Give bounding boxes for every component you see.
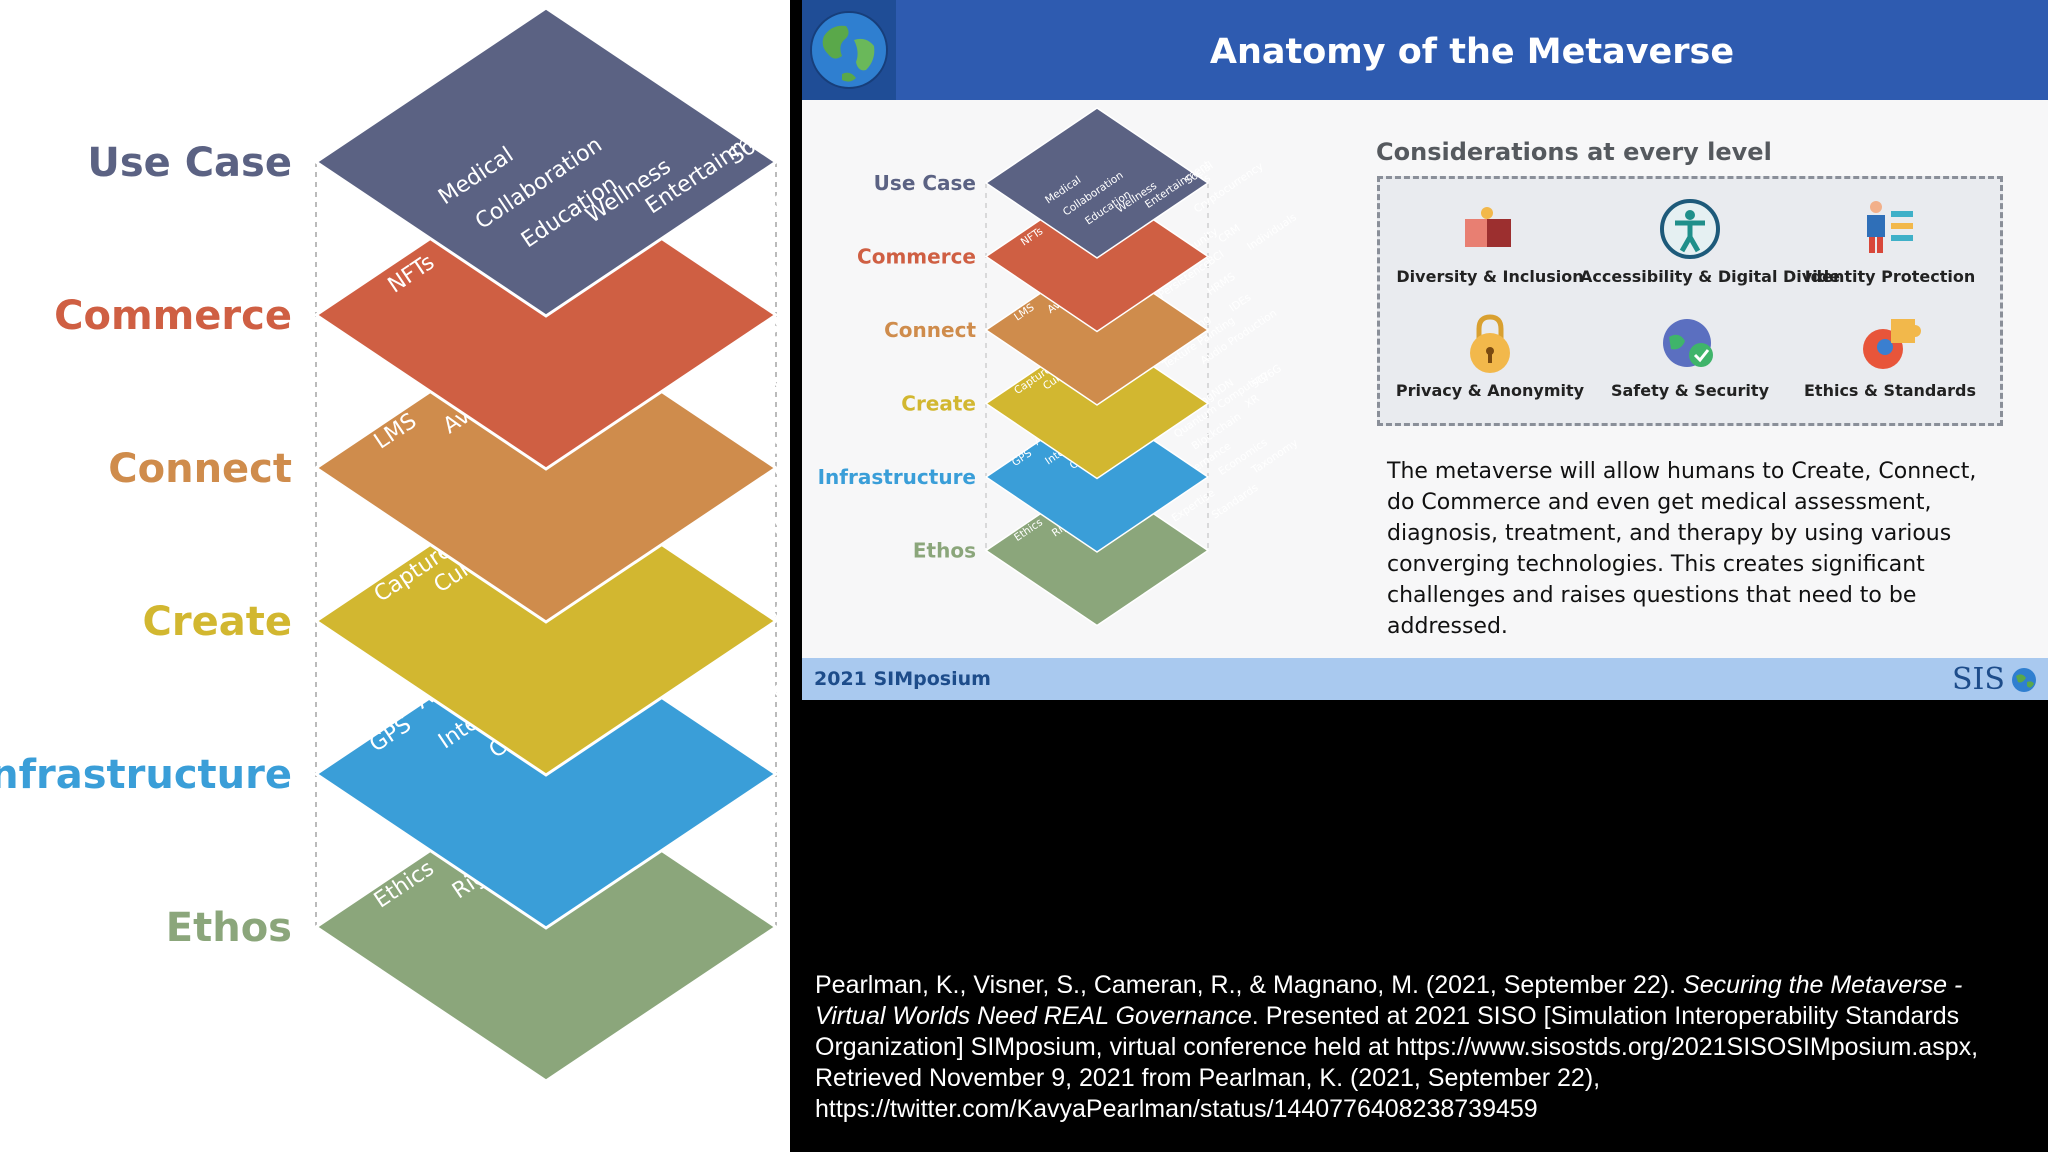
- logo-globe-icon: [2012, 667, 2036, 692]
- layer-item: 5G/6G: [1250, 362, 1284, 391]
- layer-diamond: [984, 107, 1210, 259]
- consideration-privacy: Privacy & Anonymity: [1380, 311, 1600, 400]
- layer-diamond: [313, 6, 779, 318]
- consideration-identity: Identity Protection: [1780, 197, 2000, 286]
- layer-label-commerce: Commerce: [54, 293, 292, 339]
- considerations-heading: Considerations at every level: [1376, 138, 1772, 166]
- slide: Anatomy of the Metaverse EthicsRightsPol…: [802, 0, 2048, 700]
- siso-logo: SIS: [1952, 662, 2038, 697]
- layer-use-case: MedicalCollaborationEducationWellnessEnt…: [984, 107, 1216, 259]
- layer-label-infrastructure: Infrastructure: [0, 752, 292, 798]
- layer-label-use-case: Use Case: [874, 171, 976, 195]
- globe-icon: [802, 0, 896, 100]
- consideration-accessibility: Accessibility & Digital Divide: [1580, 197, 1840, 286]
- consideration-diversity: Diversity & Inclusion: [1380, 197, 1600, 286]
- layer-label-ethos: Ethos: [913, 539, 976, 563]
- citation-title: Securing the Metaverse - Virtual Worlds …: [815, 971, 1963, 1030]
- consideration-label: Safety & Security: [1610, 381, 1769, 400]
- layer-item: HRMS: [770, 345, 790, 402]
- layer-item: CRM: [1216, 222, 1242, 245]
- layer-label-infrastructure: Infrastructure: [818, 465, 976, 489]
- diagram-layers: EthicsRightsPoliticsGovernanceSocietyEco…: [313, 6, 790, 1083]
- slide-description: The metaverse will allow humans to Creat…: [1387, 459, 1977, 639]
- layer-item: XR: [1243, 392, 1262, 410]
- layer-label-commerce: Commerce: [857, 245, 976, 269]
- slide-header: Anatomy of the Metaverse: [802, 0, 2048, 100]
- identity-icon: [1867, 201, 1913, 253]
- slide-footer: 2021 SIMposium SIS: [802, 658, 2048, 700]
- small-layers-diagram: EthicsRightsPoliticsGovernanceSocietyEco…: [818, 107, 1300, 627]
- layer-item: HRMS: [1205, 271, 1238, 298]
- consideration-label: Ethics & Standards: [1803, 381, 1977, 400]
- layer-use-case: MedicalCollaborationEducationWellnessEnt…: [313, 6, 790, 318]
- left-diagram-panel: EthicsRightsPoliticsGovernanceSocietyEco…: [0, 0, 790, 1152]
- layer-item: Individuals: [1245, 211, 1299, 253]
- layer-label-create: Create: [901, 392, 976, 416]
- diagram-layers: EthicsRightsPoliticsGovernanceSocietyEco…: [984, 107, 1300, 627]
- footer-label: 2021 SIMposium: [814, 668, 991, 690]
- consideration-label: Accessibility & Digital Divide: [1580, 267, 1840, 286]
- consideration-label: Identity Protection: [1804, 267, 1976, 286]
- considerations-box: Diversity & Inclusion Accessibility & Di…: [1377, 176, 2003, 426]
- layer-item: NDN: [779, 567, 790, 616]
- puzzle-icon: [1863, 319, 1921, 369]
- layer-item: IDEs: [1227, 291, 1253, 314]
- citation-rest: . Presented at 2021 SISO [Simulation Int…: [815, 1002, 1979, 1123]
- consideration-label: Privacy & Anonymity: [1395, 381, 1585, 400]
- consideration-safety: Safety & Security: [1580, 311, 1800, 400]
- layer-label-connect: Connect: [108, 446, 292, 492]
- padlock-icon: [1470, 314, 1510, 373]
- consideration-ethics: Ethics & Standards: [1780, 311, 2000, 400]
- accessibility-icon: [1660, 199, 1720, 259]
- citation-authors: Pearlman, K., Visner, S., Cameran, R., &…: [815, 971, 1684, 999]
- layer-label-create: Create: [143, 599, 292, 645]
- diversity-icon: [1465, 207, 1511, 247]
- layer-label-connect: Connect: [884, 318, 976, 342]
- layer-item: Standards: [1210, 482, 1261, 522]
- layer-label-ethos: Ethos: [166, 905, 292, 951]
- citation: Pearlman, K., Visner, S., Cameran, R., &…: [815, 970, 2025, 1125]
- metaverse-layers-diagram: EthicsRightsPoliticsGovernanceSocietyEco…: [0, 6, 790, 1083]
- layer-label-use-case: Use Case: [87, 140, 292, 186]
- safety-icon: [1663, 319, 1713, 367]
- consideration-label: Diversity & Inclusion: [1396, 267, 1584, 286]
- slide-title: Anatomy of the Metaverse: [1209, 32, 1735, 72]
